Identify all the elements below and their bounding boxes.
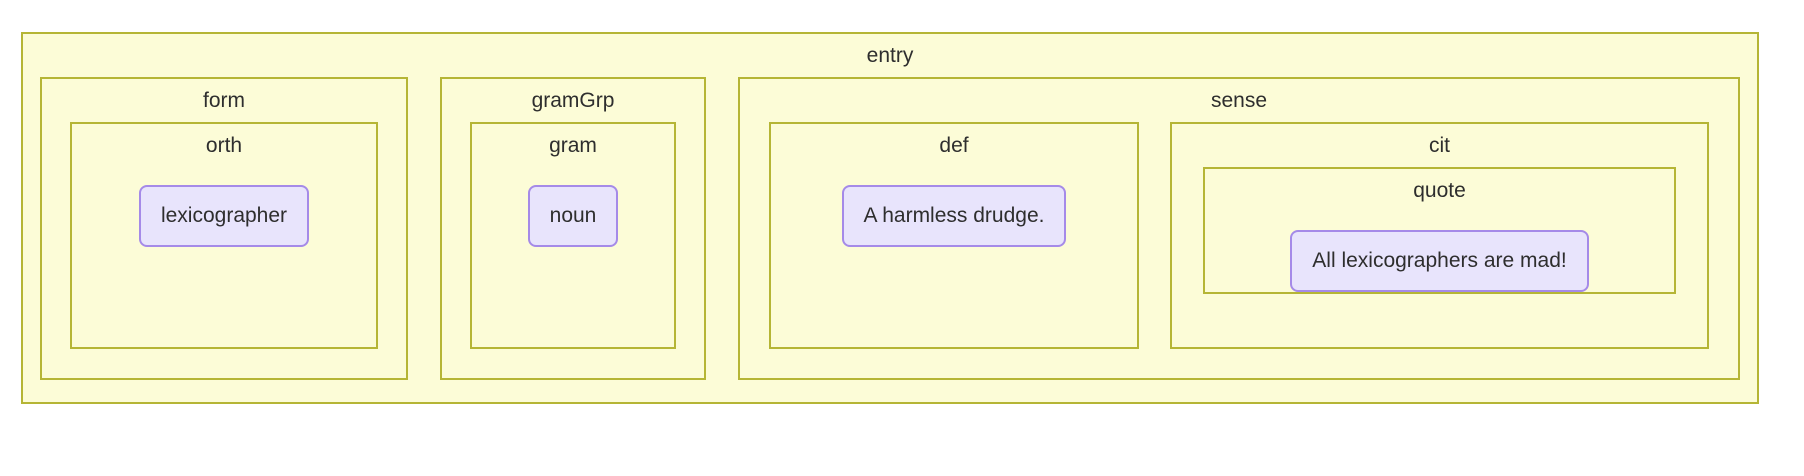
node-label-cit: cit — [1429, 134, 1450, 157]
node-label-orth: orth — [205, 134, 243, 157]
leaf-quote-value[interactable]: All lexicographers are mad! — [1290, 230, 1589, 292]
cit-children: quote All lexicographers are mad! — [1172, 167, 1707, 347]
entry-children: form orth lexicographer gramGrp — [23, 77, 1757, 402]
sense-children: def A harmless drudge. cit quote — [740, 122, 1738, 378]
node-gramgrp[interactable]: gramGrp gram noun — [440, 77, 706, 380]
node-label-quote: quote — [1413, 179, 1466, 202]
node-def[interactable]: def A harmless drudge. — [769, 122, 1139, 349]
node-quote[interactable]: quote All lexicographers are mad! — [1203, 167, 1676, 294]
node-cit[interactable]: cit quote All lexicographers are mad! — [1170, 122, 1709, 349]
gramgrp-children: gram noun — [442, 122, 704, 378]
node-form[interactable]: form orth lexicographer — [40, 77, 408, 380]
orth-value-wrap: lexicographer — [72, 167, 376, 247]
node-label-def: def — [939, 134, 969, 157]
node-orth[interactable]: orth lexicographer — [70, 122, 378, 349]
def-value-wrap: A harmless drudge. — [771, 167, 1137, 247]
node-gram[interactable]: gram noun — [470, 122, 676, 349]
node-label-form: form — [203, 89, 245, 112]
def-children: A harmless drudge. — [771, 167, 1137, 347]
node-entry[interactable]: entry form orth lexicographer — [21, 32, 1759, 404]
gram-value-wrap: noun — [472, 167, 674, 247]
node-label-entry: entry — [866, 44, 914, 67]
quote-children: All lexicographers are mad! — [1205, 212, 1674, 292]
leaf-def-value[interactable]: A harmless drudge. — [841, 185, 1067, 247]
form-children: orth lexicographer — [42, 122, 406, 378]
leaf-orth-value[interactable]: lexicographer — [138, 185, 310, 247]
quote-value-wrap: All lexicographers are mad! — [1205, 212, 1674, 292]
node-label-gram: gram — [549, 134, 597, 157]
node-label-gramgrp: gramGrp — [531, 89, 615, 112]
node-label-sense: sense — [1210, 89, 1268, 112]
orth-children: lexicographer — [72, 167, 376, 347]
node-sense[interactable]: sense def A harmless drudge. cit — [738, 77, 1740, 380]
gram-children: noun — [472, 167, 674, 347]
leaf-gram-value[interactable]: noun — [527, 185, 619, 247]
